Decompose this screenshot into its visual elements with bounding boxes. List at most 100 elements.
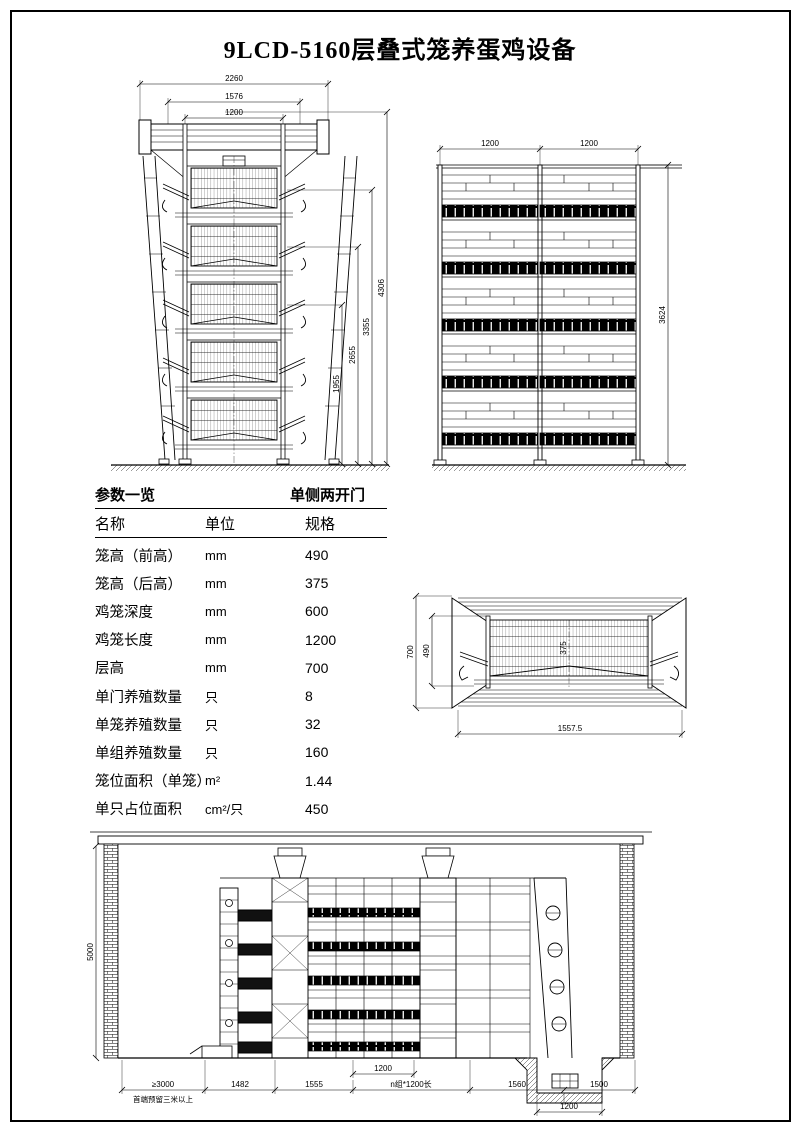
params-columns: 名称 单位 规格 (95, 509, 387, 538)
param-spec: 1200 (305, 631, 337, 648)
table-row: 单只占位面积 cm²/只 450 (95, 795, 387, 823)
dim-label-bay1-1200: 1200 (481, 139, 499, 148)
param-unit: mm (205, 603, 227, 619)
front-view-ground (432, 464, 686, 471)
dim-label-1955: 1955 (332, 375, 341, 393)
table-row: 单笼养殖数量 只 32 (95, 710, 387, 738)
param-unit: 只 (205, 717, 219, 733)
param-unit: mm (205, 575, 227, 591)
table-row: 笼高（前高） mm 490 (95, 541, 387, 569)
page-title: 9LCD-5160层叠式笼养蛋鸡设备 (223, 38, 577, 64)
side-view-feet (158, 458, 340, 465)
head-clearance-note: 首端预留三米以上 (133, 1094, 193, 1104)
table-row: 笼高（后高） mm 375 (95, 569, 387, 597)
egg-elevator (189, 887, 239, 1059)
dim-label-bay2-1200: 1200 (580, 139, 598, 148)
dim-label-2655: 2655 (348, 346, 357, 364)
param-unit: mm (205, 547, 227, 563)
detail-dims (412, 592, 686, 738)
params-table: 参数一览 单侧两开门 名称 单位 规格 笼高（前高） mm 490 笼高（后高）… (95, 484, 387, 823)
first-group-dim (349, 1060, 418, 1078)
param-unit: m² (205, 773, 221, 789)
front-view-top-dims (436, 145, 642, 165)
col-unit: 单位 (205, 517, 236, 533)
param-spec: 700 (305, 659, 329, 676)
param-spec: 32 (305, 716, 321, 733)
wall-height-dim (92, 842, 100, 1062)
manure-pit (513, 1057, 616, 1104)
table-row: 鸡笼深度 mm 600 (95, 597, 387, 625)
col-name: 名称 (95, 517, 126, 533)
dim-label-1200-top: 1200 (225, 108, 243, 117)
param-spec: 1.44 (305, 772, 333, 789)
dim-label-5000: 5000 (86, 943, 95, 961)
param-name: 单只占位面积 (95, 802, 182, 819)
dim-label-1576: 1576 (225, 92, 243, 101)
pit-width-dim (533, 1095, 606, 1116)
dim-label-2260: 2260 (225, 74, 243, 83)
param-unit: 只 (205, 745, 219, 761)
table-row: 鸡笼长度 mm 1200 (95, 626, 387, 654)
table-row: 笼位面积（单笼） m² 1.44 (95, 767, 387, 795)
cage-stack-section (220, 877, 560, 1059)
param-spec: 490 (305, 547, 329, 564)
sheet-border (10, 10, 791, 1122)
param-spec: 160 (305, 744, 329, 761)
dim-label-375: 375 (559, 641, 568, 655)
dim-label-700: 700 (406, 645, 415, 659)
params-table-header: 参数一览 单侧两开门 (95, 484, 387, 509)
dim-label-1500: 1500 (590, 1080, 608, 1089)
param-unit: mm (205, 660, 227, 676)
param-unit: 只 (205, 689, 219, 705)
dim-label-1555: 1555 (305, 1080, 323, 1089)
dim-label-3355: 3355 (362, 318, 371, 336)
section-ceiling (90, 831, 652, 845)
dim-label-490: 490 (422, 644, 431, 658)
dim-label-ge3000: ≥3000 (152, 1080, 175, 1089)
dim-label-4306: 4306 (377, 279, 386, 297)
dim-label-ngroup: n组*1200长 (390, 1079, 431, 1089)
dim-label-1482: 1482 (231, 1080, 249, 1089)
installation-section-drawing: 5000 (86, 831, 652, 1116)
param-name: 笼高（后高） (95, 576, 182, 593)
left-brick-wall (103, 843, 119, 1059)
param-unit: mm (205, 632, 227, 648)
param-spec: 8 (305, 688, 313, 705)
right-brick-wall (619, 843, 635, 1059)
param-name: 单组养殖数量 (95, 745, 182, 762)
table-row: 单门养殖数量 只 8 (95, 682, 387, 710)
side-view-drawing: 2260 1576 1200 (111, 74, 391, 471)
dim-label-pit-1200: 1200 (560, 1102, 578, 1111)
feed-hopper-tower-left (271, 847, 309, 1059)
cage-detail-drawing: 700 490 375 1557.5 (406, 592, 687, 738)
side-view-ground (111, 464, 389, 471)
side-view-top-dims (136, 80, 332, 126)
table-row: 层高 mm 700 (95, 654, 387, 682)
drive-unit (533, 877, 573, 1059)
feed-hopper-tower-right (419, 847, 457, 1059)
param-name: 鸡笼长度 (95, 633, 153, 650)
param-name: 笼位面积（单笼） (95, 774, 211, 791)
param-spec: 600 (305, 603, 329, 620)
param-name: 鸡笼深度 (95, 604, 153, 621)
dim-label-1560: 1560 (508, 1080, 526, 1089)
table-row: 单组养殖数量 只 160 (95, 738, 387, 766)
col-spec: 规格 (305, 517, 336, 533)
param-name: 层高 (95, 661, 124, 678)
front-view-drawing: 1200 1200 3624 (432, 139, 686, 471)
dim-label-3624: 3624 (658, 306, 667, 324)
params-title: 参数一览 (95, 488, 156, 504)
dim-label-1557-5: 1557.5 (558, 724, 583, 733)
tier-arm-units (237, 909, 273, 1054)
param-name: 单门养殖数量 (95, 689, 182, 706)
bottom-dim-chain (118, 1060, 639, 1105)
param-name: 单笼养殖数量 (95, 717, 182, 734)
detail-structure (451, 597, 687, 709)
param-spec: 450 (305, 800, 329, 817)
param-name: 笼高（前高） (95, 548, 182, 565)
dim-label-first-1200: 1200 (374, 1064, 392, 1073)
param-unit: cm²/只 (205, 802, 244, 818)
param-spec: 375 (305, 575, 329, 592)
side-view-right-dims (225, 108, 391, 468)
